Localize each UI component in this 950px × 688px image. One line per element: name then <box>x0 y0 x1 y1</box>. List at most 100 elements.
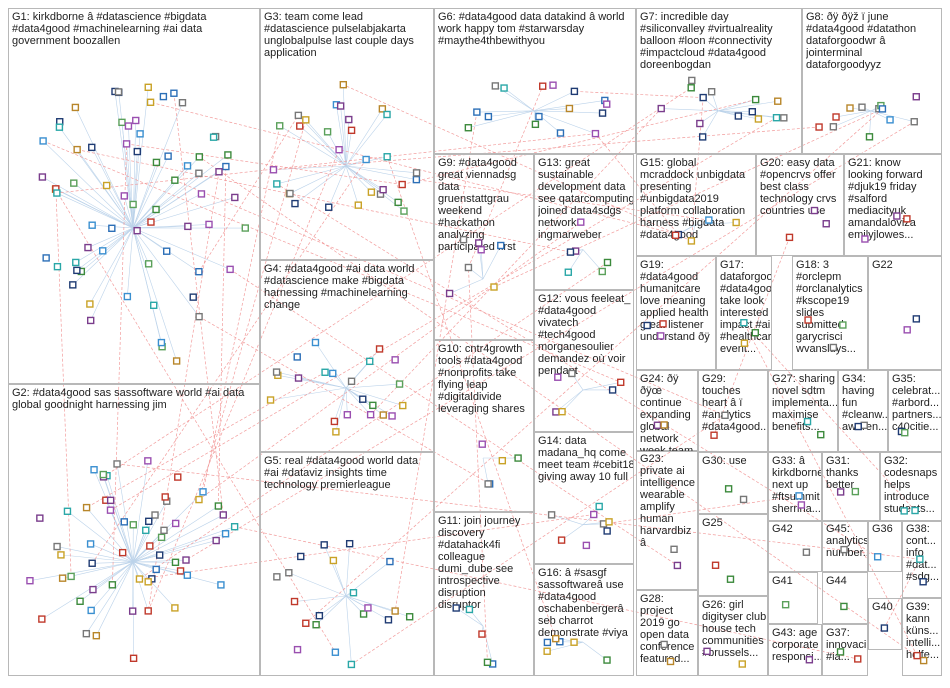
node-g2[interactable] <box>88 607 94 613</box>
node-g1[interactable] <box>100 248 106 254</box>
node-g1[interactable] <box>172 177 178 183</box>
node-g1[interactable] <box>165 153 171 159</box>
node-g5[interactable] <box>407 614 413 620</box>
node-g14[interactable] <box>559 537 565 543</box>
node-g1[interactable] <box>54 264 60 270</box>
node-g10[interactable] <box>499 458 505 464</box>
node-g2[interactable] <box>200 489 206 495</box>
node-g8[interactable] <box>833 114 839 120</box>
node-g1[interactable] <box>40 138 46 144</box>
node-g2[interactable] <box>100 472 106 478</box>
node-g12[interactable] <box>553 409 559 415</box>
node-g1[interactable] <box>190 294 196 300</box>
node-g4[interactable] <box>331 418 337 424</box>
node-g13[interactable] <box>578 219 584 225</box>
node-g1[interactable] <box>174 358 180 364</box>
node-g1[interactable] <box>225 152 231 158</box>
node-g2[interactable] <box>89 560 95 566</box>
node-g5[interactable] <box>286 570 292 576</box>
node-g3[interactable] <box>274 181 280 187</box>
node-g2[interactable] <box>91 467 97 473</box>
node-g7[interactable] <box>749 109 755 115</box>
node-g1[interactable] <box>54 190 60 196</box>
node-g1[interactable] <box>124 294 130 300</box>
node-g1[interactable] <box>85 245 91 251</box>
node-g2[interactable] <box>159 534 165 540</box>
node-g5[interactable] <box>298 553 304 559</box>
node-g6[interactable] <box>492 83 498 89</box>
node-g3[interactable] <box>384 154 390 160</box>
node-g16[interactable] <box>604 657 610 663</box>
node-g1[interactable] <box>171 90 177 96</box>
node-g16[interactable] <box>544 639 550 645</box>
node-g9[interactable] <box>447 290 453 296</box>
node-g29[interactable] <box>722 412 728 418</box>
node-g34[interactable] <box>861 422 867 428</box>
node-g1[interactable] <box>89 144 95 150</box>
node-g2[interactable] <box>54 544 60 550</box>
node-g1[interactable] <box>73 259 79 265</box>
node-g4[interactable] <box>349 378 355 384</box>
node-g12[interactable] <box>618 379 624 385</box>
node-g6[interactable] <box>592 131 598 137</box>
node-g3[interactable] <box>395 199 401 205</box>
node-g16[interactable] <box>544 648 550 654</box>
node-g3[interactable] <box>413 177 419 183</box>
node-g4[interactable] <box>296 375 302 381</box>
node-g24[interactable] <box>661 422 667 428</box>
node-g6[interactable] <box>600 110 606 116</box>
node-g13[interactable] <box>605 259 611 265</box>
node-g3[interactable] <box>295 112 301 118</box>
node-g3[interactable] <box>414 170 420 176</box>
node-g45[interactable] <box>841 547 847 553</box>
node-g1[interactable] <box>74 147 80 153</box>
node-g1[interactable] <box>185 163 191 169</box>
node-g2[interactable] <box>146 518 152 524</box>
node-g1[interactable] <box>134 149 140 155</box>
node-g1[interactable] <box>196 314 202 320</box>
node-g1[interactable] <box>104 183 110 189</box>
node-g5[interactable] <box>303 620 309 626</box>
node-g1[interactable] <box>89 222 95 228</box>
node-g3[interactable] <box>346 117 352 123</box>
node-g2[interactable] <box>184 572 190 578</box>
node-g1[interactable] <box>153 206 159 212</box>
node-g2[interactable] <box>64 508 70 514</box>
node-g1[interactable] <box>196 170 202 176</box>
node-g37[interactable] <box>838 649 844 655</box>
node-g8[interactable] <box>830 124 836 130</box>
node-g20[interactable] <box>811 208 817 214</box>
node-g10[interactable] <box>485 481 491 487</box>
node-g12[interactable] <box>610 387 616 393</box>
node-g4[interactable] <box>392 357 398 363</box>
node-g1[interactable] <box>227 266 233 272</box>
node-g7[interactable] <box>753 97 759 103</box>
node-g1[interactable] <box>185 223 191 229</box>
node-g23[interactable] <box>674 562 680 568</box>
node-g8[interactable] <box>911 119 917 125</box>
node-g2[interactable] <box>120 550 126 556</box>
node-g15[interactable] <box>673 232 679 238</box>
node-g4[interactable] <box>274 369 280 375</box>
node-g4[interactable] <box>330 370 336 376</box>
node-g13[interactable] <box>565 269 571 275</box>
node-g1[interactable] <box>130 201 136 207</box>
node-g1[interactable] <box>196 154 202 160</box>
node-g37[interactable] <box>855 656 861 662</box>
node-g14[interactable] <box>549 512 555 518</box>
node-g2[interactable] <box>108 497 114 503</box>
node-g2[interactable] <box>215 503 221 509</box>
node-g1[interactable] <box>125 123 131 129</box>
node-g43[interactable] <box>806 657 812 663</box>
node-g3[interactable] <box>380 187 386 193</box>
node-g5[interactable] <box>321 542 327 548</box>
node-g7[interactable] <box>774 115 780 121</box>
node-g9[interactable] <box>478 247 484 253</box>
node-g20[interactable] <box>786 234 792 240</box>
node-g1[interactable] <box>198 191 204 197</box>
node-g35[interactable] <box>902 430 908 436</box>
node-g2[interactable] <box>145 608 151 614</box>
node-g2[interactable] <box>130 608 136 614</box>
node-g5[interactable] <box>330 557 336 563</box>
node-g2[interactable] <box>232 524 238 530</box>
